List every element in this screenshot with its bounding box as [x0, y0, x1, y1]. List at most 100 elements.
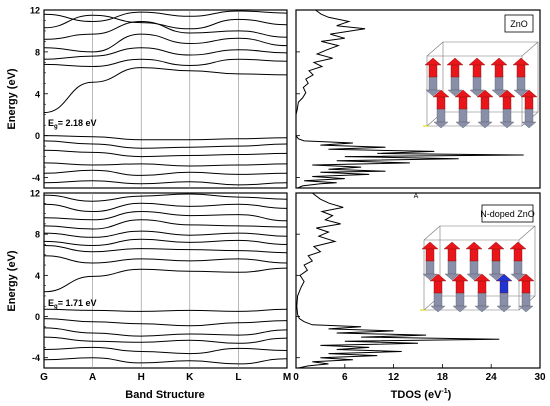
zinc-atom	[510, 273, 526, 281]
y-tick-label: 0	[35, 131, 40, 141]
kpoint-label: G	[40, 372, 48, 383]
band-line	[43, 346, 288, 355]
tdos-xlabel-close: )	[448, 389, 452, 401]
oxygen-atom	[490, 57, 508, 66]
kpoint-label: M	[283, 372, 291, 383]
band-line	[43, 140, 288, 149]
y-tick-label: 8	[35, 47, 40, 57]
oxygen-atom	[473, 273, 491, 282]
y-tick-label: 0	[35, 312, 40, 322]
kpoint-label: L	[235, 372, 241, 383]
band-line	[43, 230, 288, 238]
band-line	[43, 47, 288, 60]
zinc-atom	[518, 305, 534, 313]
zinc-atom	[521, 121, 537, 129]
band-line	[43, 162, 288, 167]
dos-top-frame	[295, 9, 541, 189]
zinc-atom	[433, 291, 443, 307]
tdos-xlabel-base: TDOS (eV	[391, 389, 442, 401]
zinc-atom	[444, 273, 460, 281]
y-axis-label-top: Energy (eV)	[6, 68, 18, 129]
band-line	[43, 33, 288, 53]
bandgap-top-value: = 2.18 eV	[58, 118, 97, 128]
band-line	[43, 135, 288, 141]
y-axis-label-bottom: Energy (eV)	[6, 250, 18, 311]
band-top-frame	[43, 9, 288, 189]
band-line	[43, 238, 288, 247]
band-line	[43, 336, 288, 344]
oxygen-atom	[451, 273, 469, 282]
zinc-atom	[466, 273, 482, 281]
zinc-atom	[524, 107, 534, 123]
zinc-atom	[428, 75, 438, 91]
band-line	[43, 169, 288, 176]
zinc-atom	[480, 107, 490, 123]
oxygen-atom	[509, 241, 527, 250]
zinc-atom	[425, 89, 441, 97]
y-tick-label: 4	[35, 89, 40, 99]
band-structure-xlabel: Band Structure	[125, 389, 204, 401]
oxygen-atom	[443, 241, 461, 250]
zinc-atom	[450, 75, 460, 91]
y-tick-label: 12	[30, 6, 40, 16]
oxygen-atom	[465, 241, 483, 250]
legend-box-zno	[504, 14, 534, 33]
zinc-atom	[499, 291, 509, 307]
oxygen-atom	[424, 57, 442, 66]
kpoint-label: H	[138, 372, 145, 383]
dos-x-tick-label: 24	[486, 372, 498, 383]
zinc-atom	[513, 259, 523, 275]
kpoint-label: K	[186, 372, 194, 383]
oxygen-atom	[487, 241, 505, 250]
zinc-atom	[488, 273, 504, 281]
dos-x-tick-label: 18	[437, 372, 449, 383]
kpoint-label: A	[89, 372, 96, 383]
zinc-atom	[425, 259, 435, 275]
band-line	[43, 308, 288, 312]
dos-curve	[295, 9, 524, 189]
zinc-atom	[452, 305, 468, 313]
band-line	[43, 255, 288, 264]
legend-zno: ZnO	[510, 19, 528, 29]
band-line	[43, 67, 288, 114]
zinc-atom	[433, 121, 449, 129]
zinc-atom	[499, 121, 515, 129]
y-tick-label: 4	[35, 271, 40, 281]
oxygen-atom	[454, 89, 472, 98]
band-bottom-frame	[43, 192, 288, 369]
zinc-atom	[477, 291, 487, 307]
oxygen-atom	[517, 273, 535, 282]
y-tick-label: -4	[32, 353, 40, 363]
zinc-atom	[422, 273, 438, 281]
legend-box-ndoped	[481, 204, 534, 223]
zinc-atom	[474, 305, 490, 313]
dos-x-tick-label: 6	[342, 372, 348, 383]
band-line	[43, 210, 288, 222]
bandgap-top-main: E	[48, 118, 54, 128]
zinc-atom	[491, 259, 501, 275]
tdos-xlabel: TDOS (eV-1)	[391, 388, 452, 401]
zinc-atom	[455, 121, 471, 129]
zinc-atom	[494, 75, 504, 91]
band-line	[43, 180, 288, 186]
dos-x-tick-label: 12	[388, 372, 400, 383]
zno-crystal-structure-image	[423, 41, 539, 129]
oxygen-atom	[429, 273, 447, 282]
bandgap-bottom-value: = 1.71 eV	[58, 298, 97, 308]
band-structure-top-plot: -4 0 4 8 12	[30, 6, 288, 189]
oxygen-atom	[520, 89, 538, 98]
zinc-atom	[458, 107, 468, 123]
unit-cell-outline	[426, 41, 539, 127]
oxygen-atom	[512, 57, 530, 66]
bandgap-top-sub: g	[54, 124, 58, 130]
zinc-atom	[513, 89, 529, 97]
dos-x-tick-label: 0	[293, 372, 299, 383]
band-line	[43, 357, 288, 365]
band-line	[43, 267, 288, 293]
zinc-atom	[447, 89, 463, 97]
y-tick-label: -4	[32, 173, 40, 183]
tdos-xlabel-sup: -1	[441, 388, 447, 395]
